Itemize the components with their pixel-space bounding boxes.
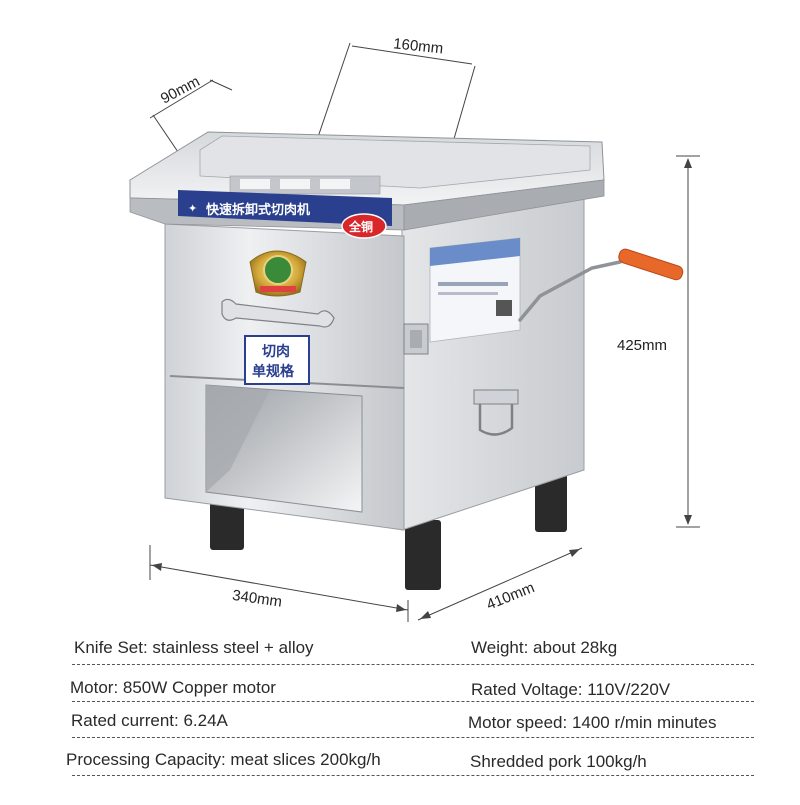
hand-crank[interactable] xyxy=(518,248,684,322)
side-information-label xyxy=(429,237,521,343)
spec-plate-line1: 切肉 xyxy=(262,343,290,360)
name-plate-text: 快速拆卸式切肉机 xyxy=(206,202,310,218)
meat-outlet-opening xyxy=(169,375,405,513)
dimension-top-depth-label: 90mm xyxy=(158,73,203,108)
spec-rated-voltage: Rated Voltage: 110V/220V xyxy=(471,680,671,699)
dimension-base-width: 340mm xyxy=(149,545,409,622)
spec-rated-current: Rated current: 6.24A xyxy=(71,711,228,730)
dimension-base-width-label: 340mm xyxy=(231,587,283,611)
dimension-top-width-label: 160mm xyxy=(392,35,444,57)
copper-badge: 全铜 xyxy=(341,213,387,239)
spec-shredded-pork: Shredded pork 100kg/h xyxy=(470,752,647,771)
spec-processing-capacity: Processing Capacity: meat slices 200kg/h xyxy=(66,750,381,769)
divider-4 xyxy=(72,775,754,776)
dimension-height-label: 425mm xyxy=(617,337,667,354)
name-plate-logo: ✦ xyxy=(188,202,197,215)
side-latch[interactable] xyxy=(403,323,429,355)
dimension-base-depth: 410mm xyxy=(417,547,583,621)
qr-code-icon xyxy=(496,300,512,316)
spec-plate: 切肉 单规格 xyxy=(244,335,310,385)
crank-handle-grip[interactable] xyxy=(617,248,684,282)
gold-medallion xyxy=(249,250,307,297)
spec-motor: Motor: 850W Copper motor xyxy=(70,678,276,697)
machine-name-plate: ✦ 快速拆卸式切肉机 xyxy=(178,190,392,226)
spec-weight: Weight: about 28kg xyxy=(471,638,618,657)
spec-plate-line2: 单规格 xyxy=(252,363,295,380)
dimension-height: 425mm xyxy=(617,155,700,528)
front-handle[interactable] xyxy=(221,298,335,328)
copper-badge-text: 全铜 xyxy=(348,219,373,234)
divider-3 xyxy=(72,737,754,738)
dimension-base-depth-label: 410mm xyxy=(484,579,537,614)
side-carry-handle[interactable] xyxy=(473,389,519,436)
spec-motor-speed: Motor speed: 1400 r/min minutes xyxy=(468,713,717,732)
spec-knife-set: Knife Set: stainless steel + alloy xyxy=(74,638,314,657)
divider-1 xyxy=(72,664,754,665)
divider-2 xyxy=(72,701,754,702)
dimension-top-width: 160mm xyxy=(317,35,476,171)
